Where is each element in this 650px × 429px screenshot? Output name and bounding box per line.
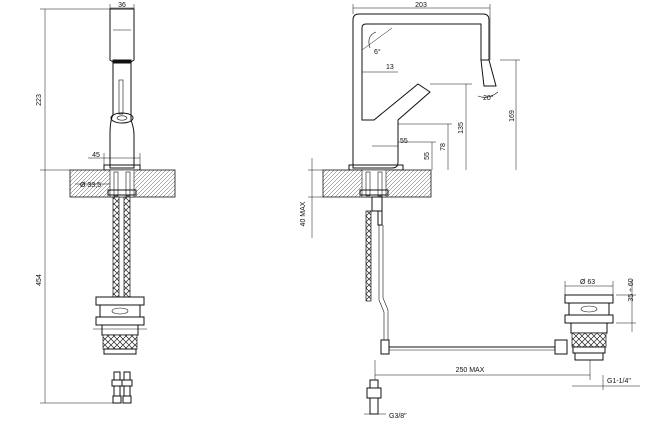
- supply-connector-front: [364, 379, 386, 415]
- waste-diameter-label: Ø 63: [580, 279, 595, 286]
- spout-outlet-front: [480, 59, 497, 87]
- height-169-label: 169: [509, 110, 516, 122]
- base-width-label: 45: [92, 152, 100, 159]
- height-bottom-label: 454: [36, 274, 43, 286]
- height-78-label: 78: [440, 143, 447, 151]
- supply-hose-left: [112, 196, 120, 298]
- spout-angle-label: 20°: [483, 94, 494, 102]
- waste-valve-front: [564, 294, 614, 361]
- hose-connectors-side: [111, 371, 133, 404]
- popup-rod: [378, 225, 385, 340]
- angle-top-label: 6°: [374, 48, 381, 56]
- spout-outlet-side: [110, 112, 134, 124]
- height-55-vert-label: 55: [424, 152, 431, 160]
- waste-thread-label: G1-1/4": [607, 378, 631, 385]
- reach-label: 203: [415, 2, 427, 9]
- supply-hose-right: [123, 196, 131, 298]
- faucet-body-front: [352, 13, 490, 169]
- supply-thread-label: G3/8": [389, 413, 407, 420]
- height-135-label: 135: [458, 122, 465, 134]
- offset-label: 13: [386, 64, 394, 71]
- side-view: 223 454 36 45 Ø 33,5: [36, 2, 176, 404]
- supply-hose-front: [365, 210, 372, 302]
- waste-height-label: 35 ÷ 60: [628, 278, 635, 301]
- front-view: 203 6° 13 20° 169 135 78 55 55: [300, 2, 640, 420]
- width-55-label: 55: [400, 138, 408, 145]
- faucet-body-side: [109, 8, 135, 169]
- max-thickness-label: 40 MAX: [300, 201, 307, 226]
- waste-valve-side: [93, 296, 147, 355]
- rod-length-label: 250 MAX: [456, 367, 485, 374]
- hole-diameter-label: Ø 33,5: [80, 182, 101, 189]
- height-top-label: 223: [36, 94, 43, 106]
- width-top-label: 36: [118, 2, 126, 9]
